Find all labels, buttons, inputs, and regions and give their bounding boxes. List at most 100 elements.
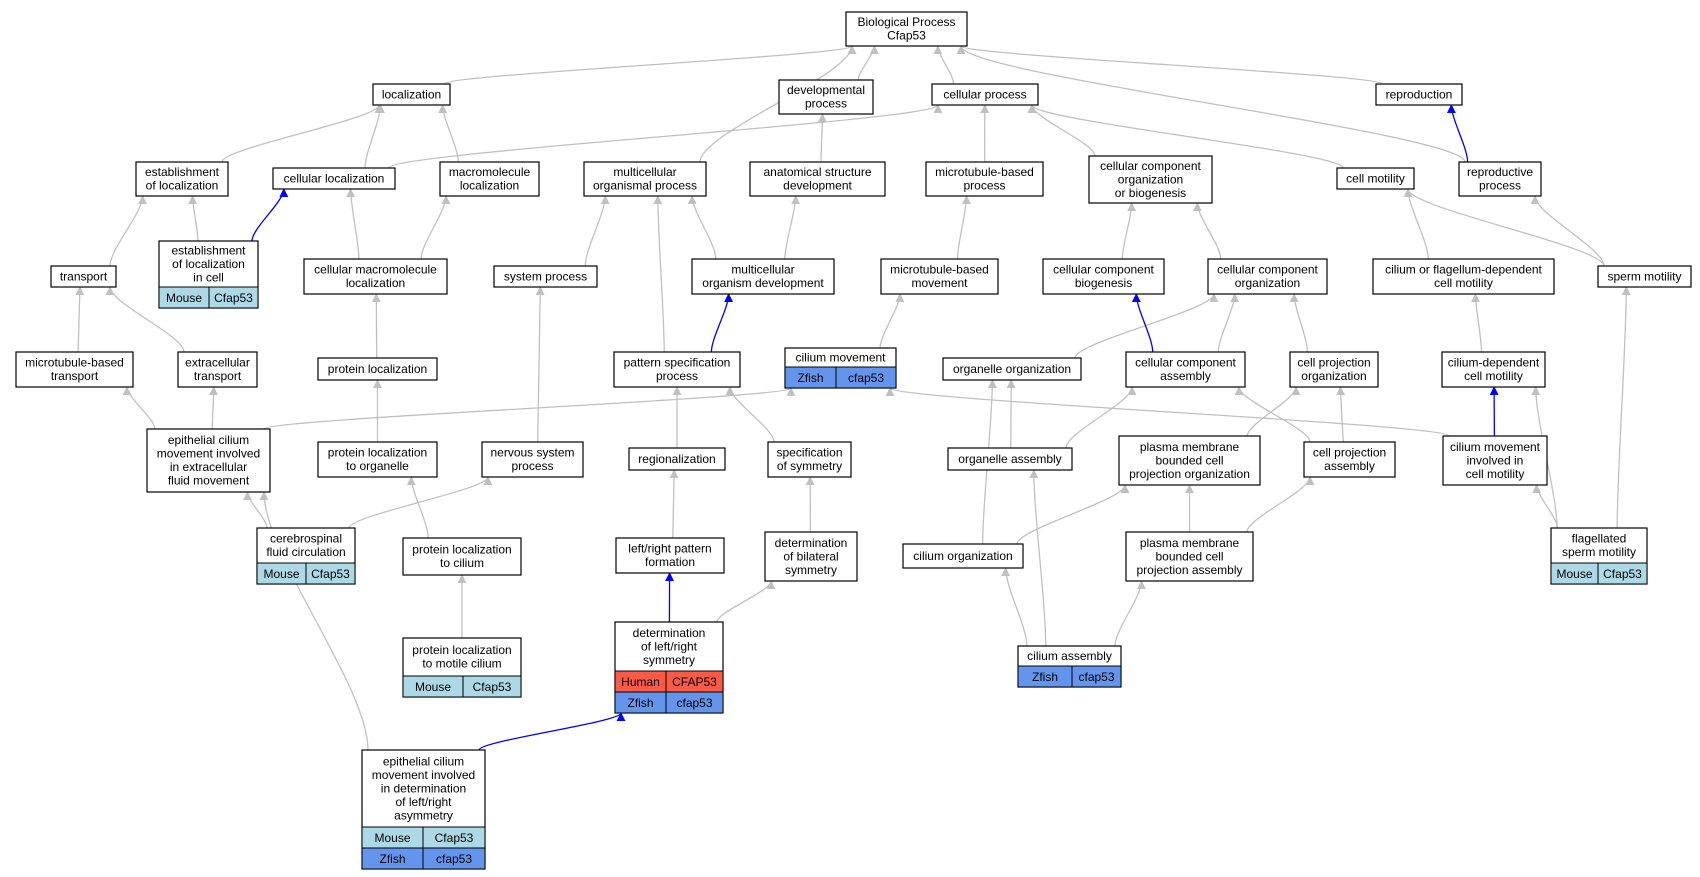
node-label-line: determination — [775, 536, 848, 550]
node-border — [1375, 83, 1463, 106]
gene-cell — [422, 847, 486, 870]
node-label-line: developmental — [787, 83, 865, 97]
edge-protloccil-to-protlocorg — [406, 476, 429, 539]
edge-reproproc-to-repro — [1446, 104, 1469, 163]
go-term-node-orgorg[interactable]: organelle organization — [942, 357, 1082, 381]
node-label-line: cellular component — [1217, 263, 1318, 277]
edge-patspec-to-multidev — [710, 293, 734, 353]
go-term-node-regional[interactable]: regionalization — [628, 447, 726, 471]
node-label-line: cellular localization — [284, 171, 385, 185]
node-label-line: microtubule-based — [935, 165, 1034, 179]
go-term-node-cellloc[interactable]: cellular localization — [272, 167, 396, 190]
node-border — [1336, 167, 1415, 190]
node-border — [50, 265, 117, 288]
node-label-line: involved in — [1467, 453, 1524, 467]
node-border — [146, 428, 271, 493]
node-label-line: sperm motility — [1562, 545, 1636, 559]
node-label-line: establishment — [145, 165, 220, 179]
species-label: Zfish — [627, 696, 653, 710]
node-label-line: cell projection — [1297, 356, 1370, 370]
go-term-node-orgasm[interactable]: organelle assembly — [947, 447, 1073, 471]
node-label-line: multicellular — [613, 165, 676, 179]
gene-label: Cfap53 — [435, 831, 474, 845]
species-label: Mouse — [374, 831, 410, 845]
go-term-node-repro[interactable]: reproduction — [1375, 83, 1463, 106]
node-border — [481, 441, 584, 478]
go-term-node-cellmot[interactable]: cell motility — [1336, 167, 1415, 190]
node-border — [931, 83, 1039, 106]
go-term-node-spermmot[interactable]: sperm motility — [1597, 265, 1692, 288]
node-label-line: process — [511, 459, 553, 473]
node-border — [303, 258, 448, 295]
edge-cpo-to-ccorg — [1289, 293, 1309, 353]
edge-ccorg-to-ccob — [1192, 202, 1222, 260]
node-border — [1289, 351, 1379, 388]
node-border — [1597, 265, 1692, 288]
gene-label: cfap53 — [1078, 670, 1114, 684]
go-term-node-transport[interactable]: transport — [50, 265, 117, 288]
gene-label: Cfap53 — [1603, 567, 1642, 581]
go-term-node-cilorg[interactable]: cilium organization — [902, 543, 1024, 569]
go-term-node-cellproc[interactable]: cellular process — [931, 83, 1039, 106]
edge-cilasm-to-orgasm — [1029, 469, 1047, 647]
node-border — [925, 161, 1044, 197]
node-label-line: cilium movement — [1450, 440, 1541, 454]
edge-flagsperm-to-cilmovemot — [1532, 484, 1559, 529]
node-label-line: reproductive — [1467, 165, 1533, 179]
node-label-line: of localization — [172, 257, 245, 271]
node-label-line: symmetry — [643, 653, 695, 667]
node-border — [317, 441, 438, 478]
node-label-line: cellular component — [1100, 159, 1201, 173]
node-border — [1372, 258, 1555, 295]
go-term-node-protloc[interactable]: protein localization — [317, 357, 438, 381]
edge-cilmove-to-mtmove — [879, 293, 905, 349]
node-border — [1118, 435, 1261, 486]
go-term-node-sysproc[interactable]: system process — [493, 265, 598, 288]
go-term-node-loc[interactable]: localization — [372, 83, 451, 106]
edge-cpasm-to-ccasm — [1234, 386, 1311, 443]
edge-sysproc-to-multiproc — [584, 195, 610, 267]
edge-transport-to-estloc — [109, 195, 148, 267]
